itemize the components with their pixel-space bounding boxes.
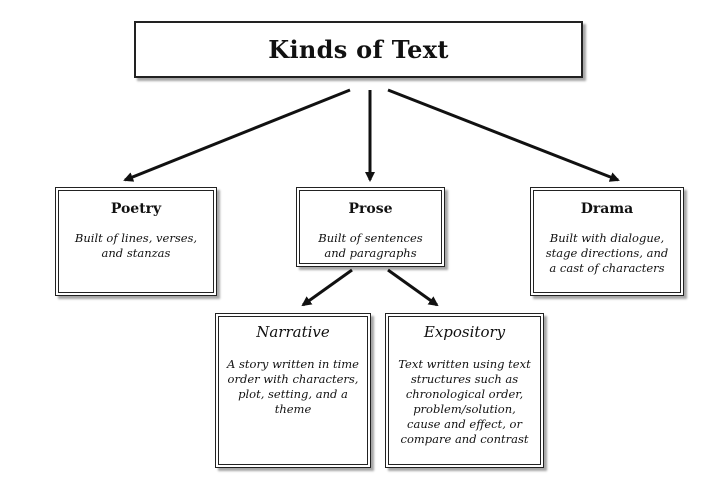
arrow-to-narrative — [301, 268, 353, 307]
poetry-description: Built of lines, verses, and stanzas — [74, 231, 198, 260]
drama-title: Drama — [580, 201, 634, 217]
expository-box: Expository Text written using text struc… — [385, 313, 544, 468]
drama-description: Built with dialogue, stage directions, a… — [545, 231, 669, 275]
narrative-title: Narrative — [256, 323, 330, 341]
prose-box: Prose Built of sentences and paragraphs — [296, 187, 445, 267]
poetry-title: Poetry — [110, 201, 162, 217]
expository-title: Expository — [423, 323, 506, 341]
arrow-to-expository — [387, 268, 439, 307]
title-box: Kinds of Text — [134, 21, 583, 78]
narrative-box: Narrative A story written in time order … — [215, 313, 371, 468]
prose-title: Prose — [348, 201, 393, 217]
arrow-to-poetry — [123, 88, 351, 182]
diagram-title: Kinds of Text — [268, 35, 449, 64]
narrative-description: A story written in time order with chara… — [227, 357, 359, 416]
arrow-to-drama — [387, 88, 620, 182]
poetry-box: Poetry Built of lines, verses, and stanz… — [55, 187, 217, 296]
prose-description: Built of sentences and paragraphs — [318, 231, 423, 260]
drama-box: Drama Built with dialogue, stage directi… — [530, 187, 684, 296]
expository-description: Text written using text structures such … — [398, 357, 531, 446]
